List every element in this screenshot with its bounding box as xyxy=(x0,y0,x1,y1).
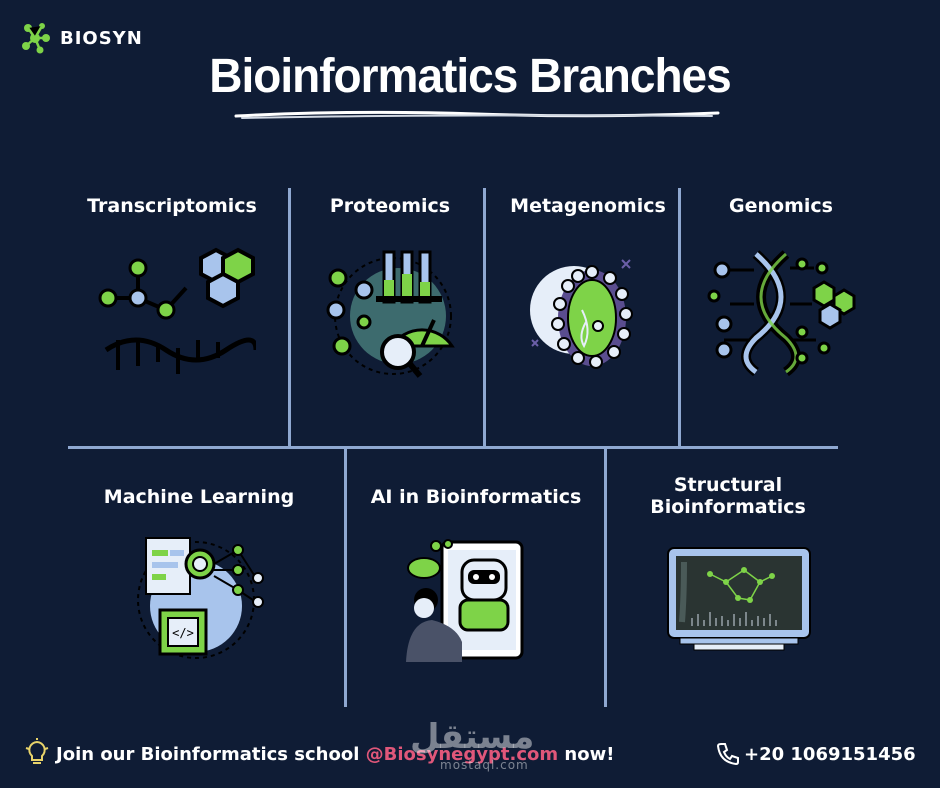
brand: BIOSYN xyxy=(18,20,143,56)
brand-name: BIOSYN xyxy=(60,27,143,49)
watermark-sub: mostaql.com xyxy=(440,758,529,772)
phone-icon xyxy=(716,743,739,766)
footer-cta: Join our Bioinformatics school @Biosyneg… xyxy=(56,744,614,765)
branch-label-metagenomics: Metagenomics xyxy=(510,195,666,217)
branch-label-proteomics: Proteomics xyxy=(329,195,451,217)
page-title: Bioinformatics Branches xyxy=(209,47,731,103)
phone-number[interactable]: +20 1069151456 xyxy=(744,744,916,765)
branch-label-ai-in-bioinformatics: AI in Bioinformatics xyxy=(370,486,582,508)
footer-suffix: now! xyxy=(558,744,615,765)
divider-v4 xyxy=(344,449,347,707)
footer-prefix: Join our Bioinformatics school xyxy=(56,744,366,765)
transcriptomics-molecule-icon xyxy=(98,247,256,374)
branch-label-line2: Bioinformatics xyxy=(650,496,806,518)
molecule-logo-icon xyxy=(22,23,50,54)
divider-v1 xyxy=(288,188,291,446)
monitor-network-icon xyxy=(667,547,811,651)
divider-v5 xyxy=(604,449,607,707)
microbe-cell-icon xyxy=(530,259,633,369)
branch-label-structural-bioinformatics: Structural Bioinformatics xyxy=(620,474,836,518)
divider-horizontal xyxy=(68,446,838,449)
machine-learning-chip-icon: </> xyxy=(137,537,264,659)
title-underline xyxy=(234,110,720,119)
branch-label-line1: Structural xyxy=(673,474,783,496)
website-link[interactable]: @Biosynegypt.com xyxy=(365,744,559,765)
branch-label-machine-learning: Machine Learning xyxy=(103,486,295,508)
proteomics-lab-icon xyxy=(326,250,455,378)
lightbulb-icon xyxy=(25,738,49,764)
svg-text:</>: </> xyxy=(172,626,194,640)
watermark: مستقل xyxy=(410,717,535,757)
branch-label-transcriptomics: Transcriptomics xyxy=(87,195,257,217)
dna-helix-icon xyxy=(707,250,856,377)
ai-robot-icon xyxy=(406,539,524,662)
branch-label-genomics: Genomics xyxy=(729,195,833,217)
divider-v3 xyxy=(678,188,681,446)
divider-v2 xyxy=(483,188,486,446)
